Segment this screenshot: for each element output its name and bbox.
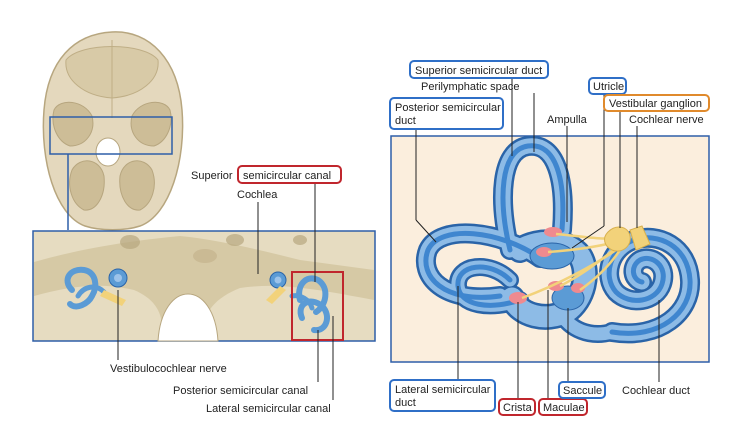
membranous-labyrinth-illustration: [390, 135, 710, 363]
left-labyrinth: [64, 266, 128, 310]
middle-fossa-right: [130, 101, 172, 147]
label-maculae: Maculae: [543, 402, 585, 414]
foramen-magnum-zoomed: [157, 293, 219, 342]
label-box-saccule: [558, 381, 606, 399]
label-ampulla: Ampulla: [547, 114, 588, 126]
foramen-magnum: [95, 137, 121, 167]
label-semicircular-canal: semicircular canal: [243, 170, 331, 182]
sensory-epithelium: [509, 227, 585, 304]
label-lateral-semicircular-canal: Lateral semicircular canal: [206, 403, 331, 415]
label-box-utricle: [588, 77, 627, 95]
label-posterior-semicircular-canal: Posterior semicircular canal: [173, 385, 308, 397]
utricle-sac: [529, 242, 575, 270]
label-posterior-semicircular-duct-line1: Posterior semicircular: [395, 102, 501, 114]
label-superior-semicircular-duct: Superior semicircular duct: [415, 65, 542, 77]
posterior-fossa-left: [69, 160, 105, 211]
label-box-superior-semicircular-duct: [409, 60, 549, 79]
label-cochlear-nerve: Cochlear nerve: [629, 114, 704, 126]
label-cochlea: Cochlea: [237, 189, 278, 201]
petrous-ridge-shading: [34, 236, 374, 340]
cochlear-nerve-bundle: [629, 225, 651, 251]
label-lateral-semicircular-duct-line2: duct: [395, 397, 416, 409]
label-crista: Crista: [503, 402, 533, 414]
label-posterior-semicircular-duct-line2: duct: [395, 115, 416, 127]
label-vestibulocochlear-nerve: Vestibulocochlear nerve: [110, 363, 227, 375]
vestibular-ganglion: [604, 226, 631, 252]
label-box-semicircular-canal: [237, 165, 342, 184]
label-vestibular-ganglion: Vestibular ganglion: [609, 98, 702, 110]
label-utricle: Utricle: [593, 81, 624, 93]
middle-fossa-left: [52, 101, 94, 147]
label-box-lateral-semicircular-duct: [389, 379, 496, 412]
petrous-zoom-panel: [32, 230, 376, 342]
label-superior-prefix: Superior: [191, 170, 233, 182]
right-labyrinth: [266, 271, 331, 334]
posterior-fossa-right: [119, 160, 155, 211]
label-lateral-semicircular-duct-line1: Lateral semicircular: [395, 384, 491, 396]
right-leaders: [415, 78, 660, 399]
label-cochlear-duct: Cochlear duct: [622, 385, 690, 397]
label-saccule: Saccule: [563, 385, 602, 397]
label-box-crista: [498, 398, 536, 416]
skull-base-illustration: [42, 31, 184, 231]
label-box-posterior-semicircular-duct: [389, 97, 504, 130]
label-box-vestibular-ganglion: [603, 94, 710, 112]
right-labels: Superior semicircular duct Perilymphatic…: [389, 60, 710, 416]
left-labels: Superior semicircular canal Cochlea Vest…: [110, 165, 342, 415]
zoom-region-box: [49, 116, 173, 155]
label-perilymphatic-space: Perilymphatic space: [421, 81, 519, 93]
